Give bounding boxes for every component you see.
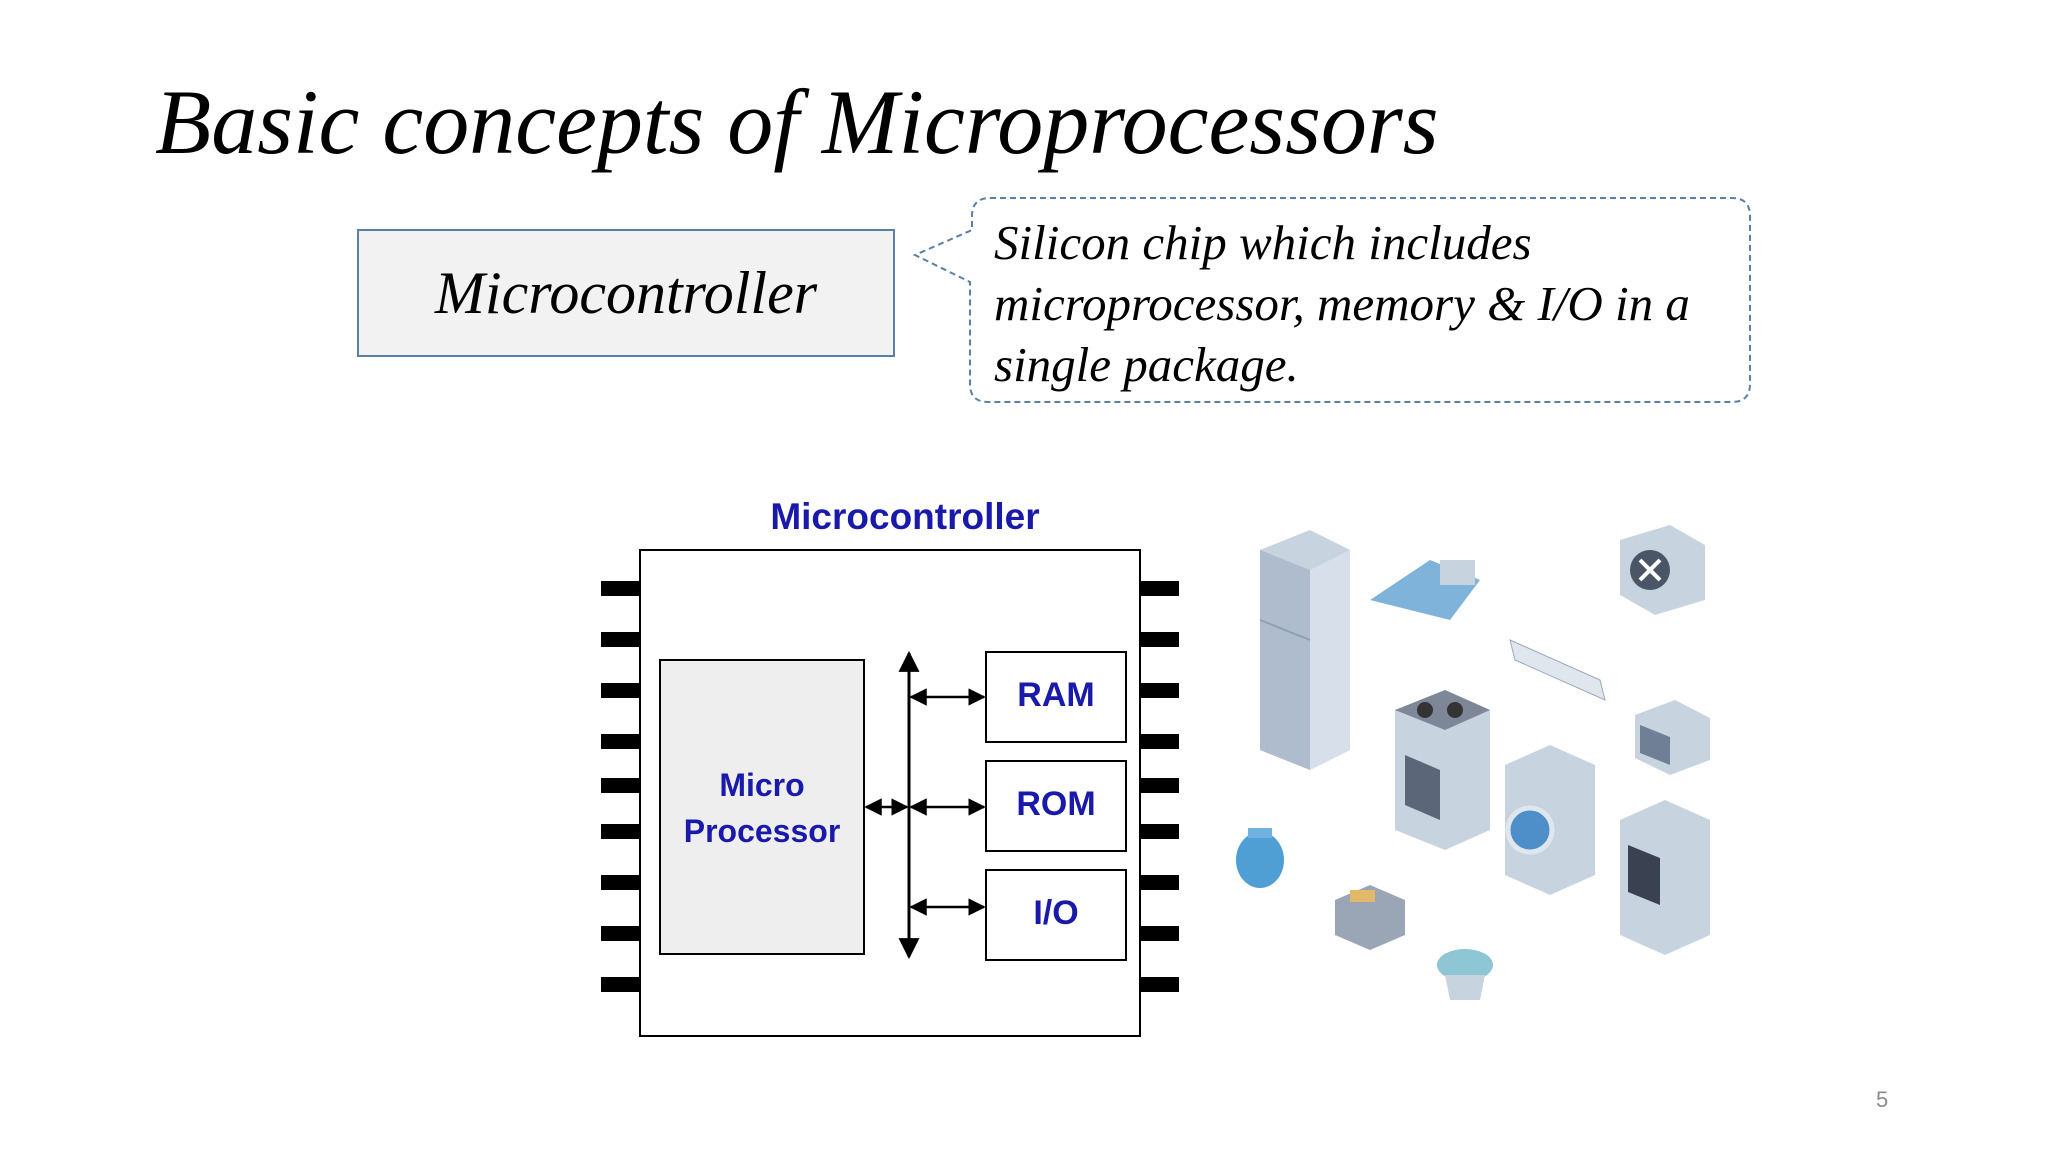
pin — [1140, 824, 1179, 839]
processor-block — [659, 659, 865, 955]
processor-label-line2: Processor — [683, 813, 841, 849]
io-block — [985, 869, 1127, 961]
pin — [1140, 977, 1179, 992]
term-label: Microcontroller — [434, 259, 818, 326]
pin — [1140, 683, 1179, 698]
toaster-icon — [1335, 885, 1405, 950]
processor-label: Micro Processor — [660, 762, 864, 854]
rom-block — [985, 760, 1127, 852]
pin — [601, 824, 640, 839]
left-pins — [601, 581, 640, 992]
fridge-icon — [1259, 530, 1350, 770]
pin — [1140, 926, 1179, 941]
right-pins — [1140, 581, 1179, 992]
page-number: 5 — [1876, 1087, 1889, 1112]
pin — [601, 683, 640, 698]
stove-icon — [1395, 690, 1490, 850]
pin — [1140, 581, 1179, 596]
pin — [601, 734, 640, 749]
pin — [1140, 778, 1179, 793]
range-hood-icon — [1370, 560, 1480, 620]
pin — [601, 778, 640, 793]
term-box: Microcontroller — [357, 229, 895, 357]
ac-outdoor-unit-icon — [1620, 525, 1705, 615]
pin — [1140, 734, 1179, 749]
ram-label: RAM — [1017, 676, 1095, 714]
slide-title: Basic concepts of Microprocessors — [155, 71, 1439, 173]
microcontroller-diagram-title: Microcontroller — [770, 496, 1040, 537]
pin — [1140, 632, 1179, 647]
microwave-icon — [1635, 700, 1710, 775]
pin — [601, 926, 640, 941]
split-ac-icon — [1509, 639, 1606, 701]
rom-label: ROM — [1016, 785, 1096, 823]
washing-machine-icon — [1505, 745, 1595, 895]
processor-label-line1: Micro — [719, 767, 805, 803]
appliances-illustration-icon — [1236, 525, 1710, 1000]
definition-text: Silicon chip which includes microprocess… — [994, 215, 1690, 392]
pin — [601, 632, 640, 647]
kettle-icon — [1236, 828, 1284, 888]
scale-icon — [1437, 949, 1493, 1000]
pin — [601, 977, 640, 992]
pin — [601, 875, 640, 890]
ram-block — [985, 651, 1127, 743]
pin — [601, 581, 640, 596]
dishwasher-icon — [1620, 800, 1710, 955]
pin — [1140, 875, 1179, 890]
io-label: I/O — [1033, 894, 1079, 932]
